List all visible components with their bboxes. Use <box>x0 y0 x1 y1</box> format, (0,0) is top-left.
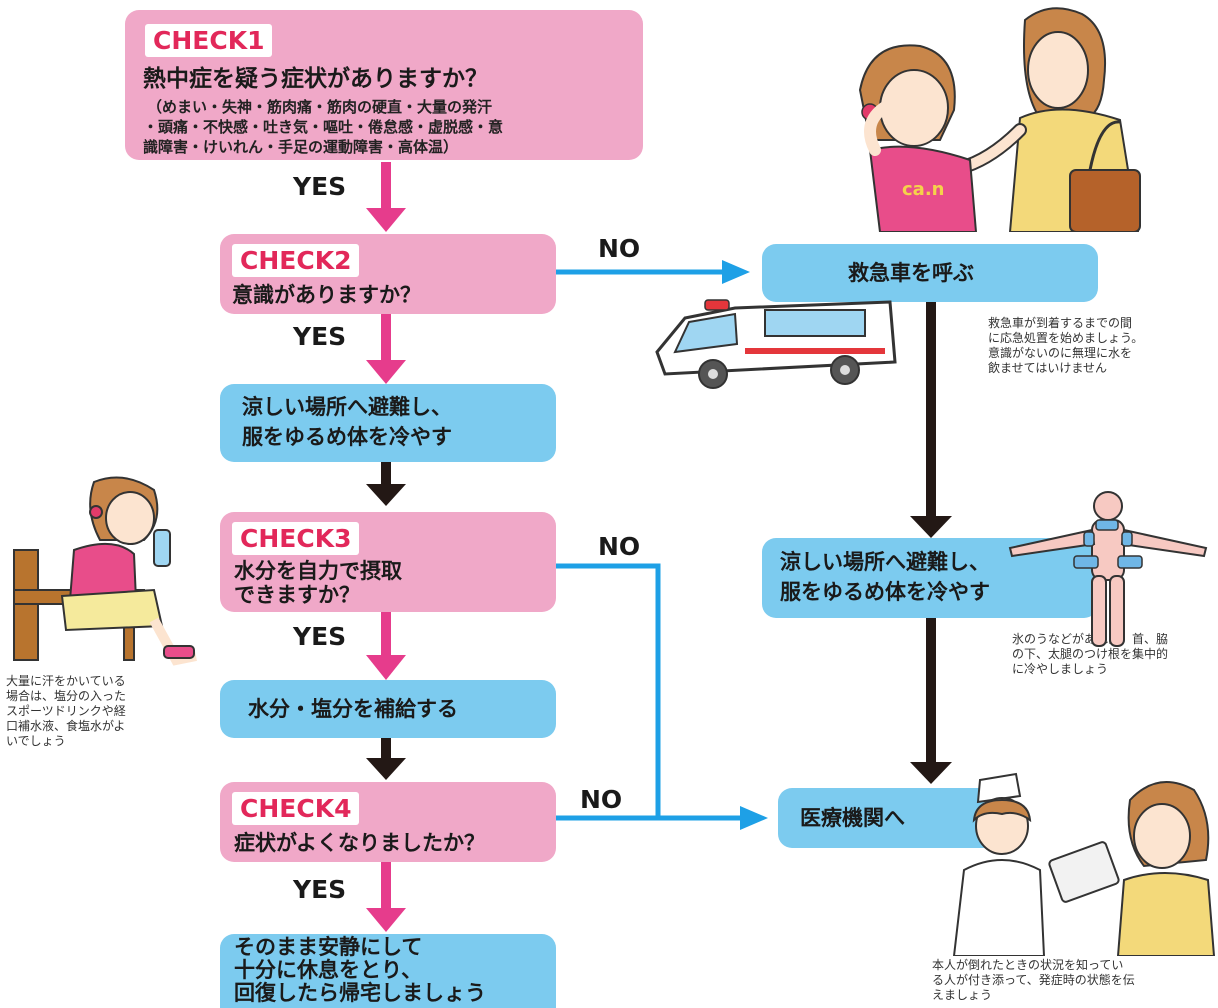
check1-box: CHECK1 熱中症を疑う症状がありますか？ （めまい・失神・筋肉痛・筋肉の硬直… <box>125 10 643 160</box>
no-arrowheads <box>722 260 768 830</box>
check3-question-line2: できますか？ <box>234 583 360 607</box>
no-label-3: NO <box>580 785 623 814</box>
rest-box: そのまま安静にして 十分に休息をとり、 回復したら帰宅しましょう <box>220 934 556 1008</box>
cool-down-right-box: 涼しい場所へ避難し、 服をゆるめ体を冷やす <box>762 538 1098 618</box>
yes-label-3: YES <box>293 622 347 651</box>
svg-text:ca.n: ca.n <box>902 179 944 200</box>
cool-down-line2: 服をゆるめ体を冷やす <box>242 425 452 449</box>
body-cooling-points-illustration <box>1008 491 1208 647</box>
check2-question: 意識がありますか？ <box>232 283 421 307</box>
no-label-2: NO <box>598 532 641 561</box>
check4-question: 症状がよくなりましたか？ <box>234 831 485 855</box>
ambulance-note-line1: 救急車が到着するまでの間 <box>988 316 1133 330</box>
hospital-text: 医療機関へ <box>800 806 905 830</box>
cool-down-right-line2: 服をゆるめ体を冷やす <box>780 580 990 604</box>
sweat-note-line2: 場合は、塩分の入った <box>6 689 127 703</box>
check1-question: 熱中症を疑う症状がありますか？ <box>143 66 488 92</box>
cool-down-line1: 涼しい場所へ避難し、 <box>242 395 452 419</box>
ice-note-line1: 氷のうなどがあれば、首、脇 <box>1012 632 1169 646</box>
ice-note-line2: の下、太腿のつけ根を集中的 <box>1012 647 1169 661</box>
ambulance-note-line4: 飲ませてはいけません <box>988 361 1108 375</box>
check3-question-line1: 水分を自力で摂取 <box>234 559 402 583</box>
ice-note-line3: に冷やしましょう <box>1012 662 1109 676</box>
check3-tag: CHECK3 <box>232 522 360 555</box>
ice-note: 氷のうなどがあれば、首、脇 の下、太腿のつけ根を集中的 に冷やしましょう <box>1012 632 1168 677</box>
cool-down-right-line1: 涼しい場所へ避難し、 <box>780 550 990 574</box>
call-ambulance-box: 救急車を呼ぶ <box>762 244 1098 302</box>
sweat-note-line5: いでしょう <box>6 734 66 748</box>
sweat-note: 大量に汗をかいている 場合は、塩分の入った スポーツドリンクや経 口補水液、食塩… <box>6 674 126 749</box>
hydrate-box: 水分・塩分を補給する <box>220 680 556 738</box>
check1-symptoms-line2: ・頭痛・不快感・吐き気・嘔吐・倦怠感・虚脱感・意 <box>143 118 504 136</box>
ambulance-note-line3: 意識がないのに無理に水を <box>988 346 1133 360</box>
woman-helping-girl-illustration: ca.n <box>858 7 1141 232</box>
nurse-and-woman-illustration <box>952 772 1216 956</box>
yes-label-1: YES <box>293 172 347 201</box>
sweat-note-line1: 大量に汗をかいている <box>6 674 126 688</box>
yes-label-2: YES <box>293 322 347 351</box>
check2-box: CHECK2 意識がありますか？ <box>220 234 556 314</box>
rest-line2: 十分に休息をとり、 <box>234 958 423 982</box>
check4-box: CHECK4 症状がよくなりましたか？ <box>220 782 556 862</box>
ambulance-note: 救急車が到着するまでの間 に応急処置を始めましょう。 意識がないのに無理に水を … <box>988 316 1143 376</box>
check3-box: CHECK3 水分を自力で摂取 できますか？ <box>220 512 556 612</box>
hospital-note-line1: 本人が倒れたときの状況を知ってい <box>932 958 1124 972</box>
check1-symptoms-line3: 識障害・けいれん・手足の運動障害・高体温） <box>143 138 459 156</box>
girl-drinking-on-bench-illustration <box>13 476 197 666</box>
sweat-note-line4: 口補水液、食塩水がよ <box>6 719 126 733</box>
sweat-note-line3: スポーツドリンクや経 <box>6 704 126 718</box>
check1-symptoms-line1: （めまい・失神・筋肉痛・筋肉の硬直・大量の発汗 <box>147 98 493 116</box>
hydrate-text: 水分・塩分を補給する <box>248 697 458 721</box>
call-ambulance-text: 救急車を呼ぶ <box>848 261 974 285</box>
hospital-note-line2: る人が付き添って、発症時の状態を伝 <box>932 973 1135 987</box>
hospital-note-line3: えましょう <box>932 988 993 1002</box>
rest-line1: そのまま安静にして <box>234 935 423 959</box>
ambulance-note-line2: に応急処置を始めましょう。 <box>988 331 1144 345</box>
yes-label-4: YES <box>293 875 347 904</box>
check2-tag: CHECK2 <box>232 244 360 277</box>
no-label-1: NO <box>598 234 641 263</box>
yes-arrows <box>366 162 406 932</box>
check4-tag: CHECK4 <box>232 792 360 825</box>
hospital-box: 医療機関へ <box>778 788 998 848</box>
rest-line3: 回復したら帰宅しましょう <box>234 981 486 1005</box>
no-arrows <box>556 269 744 821</box>
hospital-note: 本人が倒れたときの状況を知ってい る人が付き添って、発症時の状態を伝 えましょう <box>932 958 1135 1003</box>
check1-tag: CHECK1 <box>145 24 273 57</box>
black-arrows <box>366 302 952 784</box>
ambulance-illustration <box>655 299 897 389</box>
cool-down-box: 涼しい場所へ避難し、 服をゆるめ体を冷やす <box>220 384 556 462</box>
